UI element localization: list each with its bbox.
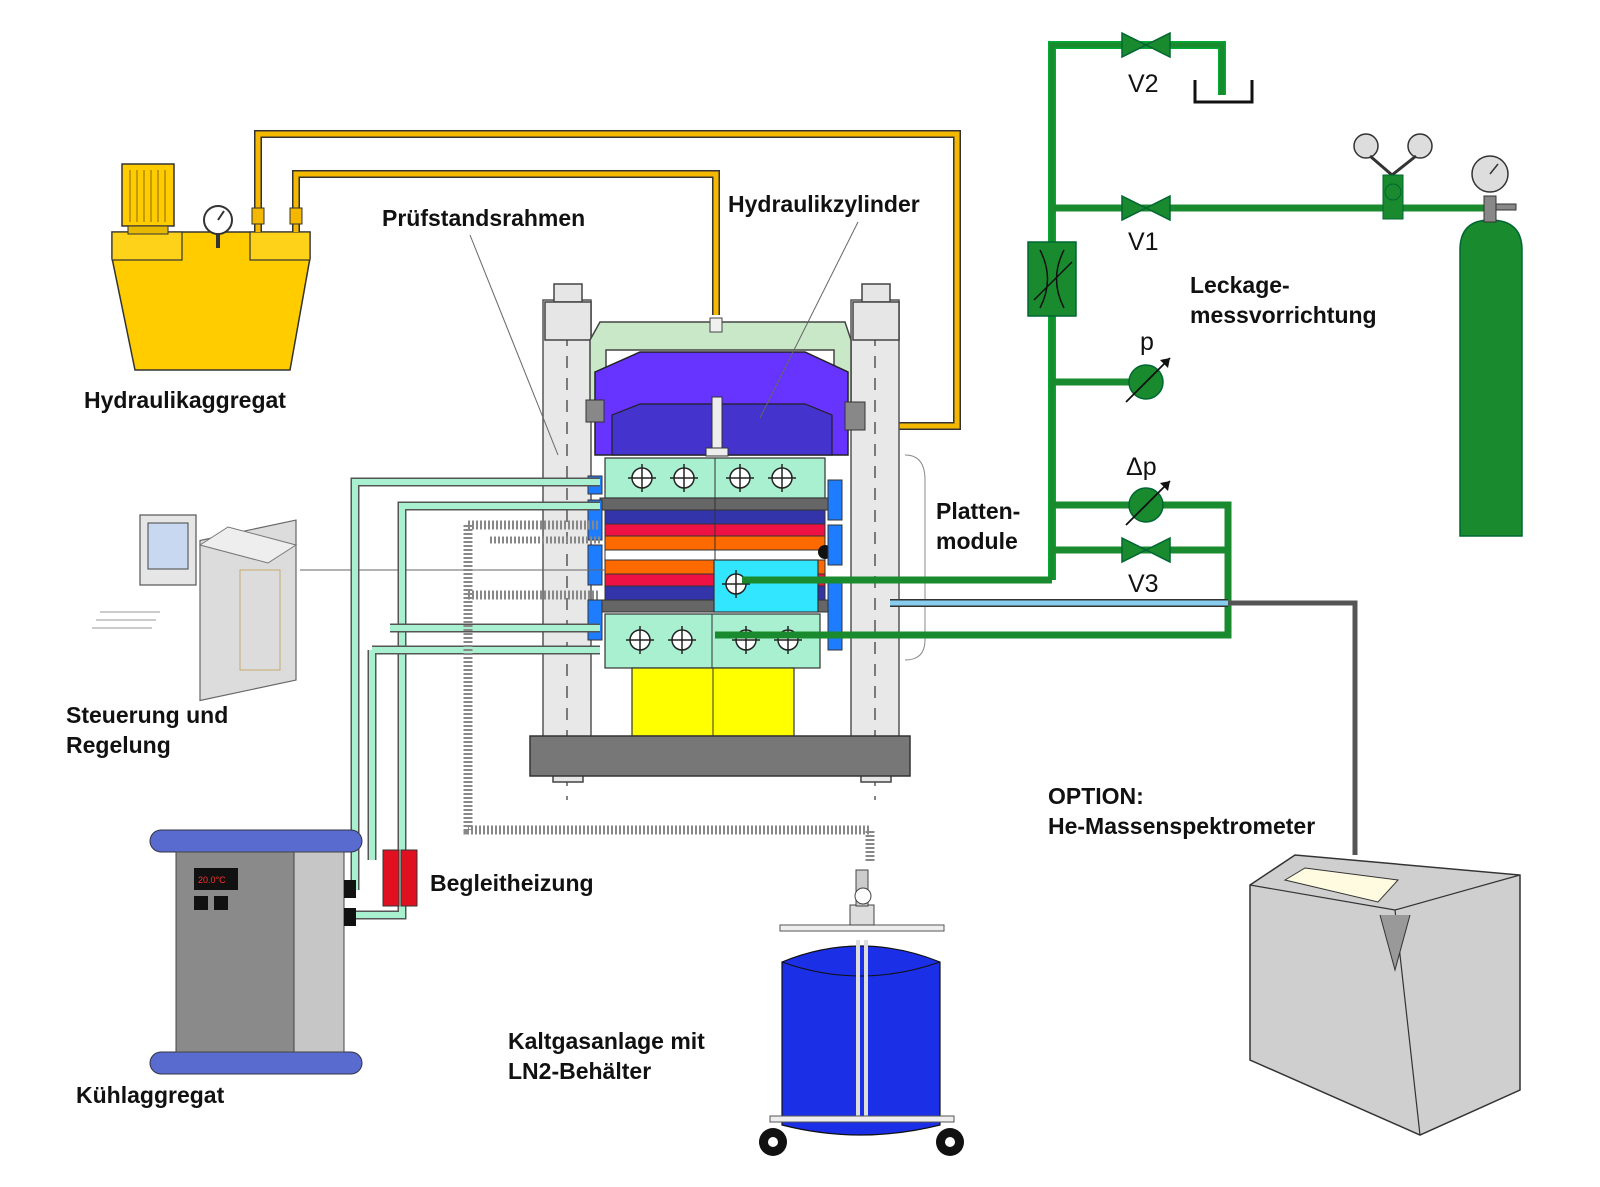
pressure-gauge-p-icon	[1125, 357, 1171, 403]
flow-controller-icon	[1027, 241, 1077, 317]
valve-v3-label: V3	[1128, 570, 1159, 598]
label-platten-line1: Platten-	[936, 498, 1020, 524]
label-option-line1: OPTION:	[1048, 783, 1144, 809]
valve-v2-icon[interactable]	[1121, 31, 1171, 59]
valve-v1-icon[interactable]	[1121, 194, 1171, 222]
pressure-regulator-icon	[1353, 133, 1433, 220]
label-kuehlaggregat: Kühlaggregat	[76, 1082, 225, 1108]
valve-v1-label: V1	[1128, 228, 1159, 256]
hydraulic-lines	[251, 130, 961, 430]
label-leckage-line1: Leckage-	[1190, 272, 1290, 298]
ln2-dewar	[759, 869, 964, 1156]
label-hydraulikaggregat: Hydraulikaggregat	[84, 387, 286, 413]
label-kaltgas-line1: Kaltgasanlage mit	[508, 1028, 705, 1054]
label-platten-line2: module	[936, 528, 1018, 554]
gauge-dp-label: Δp	[1126, 453, 1157, 481]
trace-heater	[382, 849, 418, 907]
label-begleitheizung: Begleitheizung	[430, 870, 594, 896]
label-option-line2: He-Massenspektrometer	[1048, 813, 1315, 839]
cooling-unit: 20.0°C	[149, 829, 363, 1075]
label-kaltgas-line2: LN2-Behälter	[508, 1058, 651, 1084]
cooler-display: 20.0°C	[198, 875, 226, 885]
valve-v3-icon[interactable]	[1121, 536, 1171, 564]
valve-v2-label: V2	[1128, 70, 1159, 98]
test-frame	[529, 283, 911, 800]
gauge-p-label: p	[1140, 328, 1154, 356]
label-pruefstandsrahmen: Prüfstandsrahmen	[382, 205, 585, 231]
label-steuerung-line1: Steuerung und	[66, 702, 228, 728]
gas-cylinder-icon	[1459, 155, 1523, 537]
differential-pressure-gauge-icon	[1125, 480, 1171, 526]
label-hydraulikzylinder: Hydraulikzylinder	[728, 191, 920, 217]
computer-icon	[92, 514, 298, 702]
cold-gas-hoses	[463, 520, 875, 862]
hydraulic-unit	[111, 163, 311, 371]
coolant-lines	[350, 477, 600, 920]
mass-spectrometer-icon	[1249, 854, 1521, 1136]
label-leckage-line2: messvorrichtung	[1190, 302, 1377, 328]
label-steuerung-line2: Regelung	[66, 732, 171, 758]
